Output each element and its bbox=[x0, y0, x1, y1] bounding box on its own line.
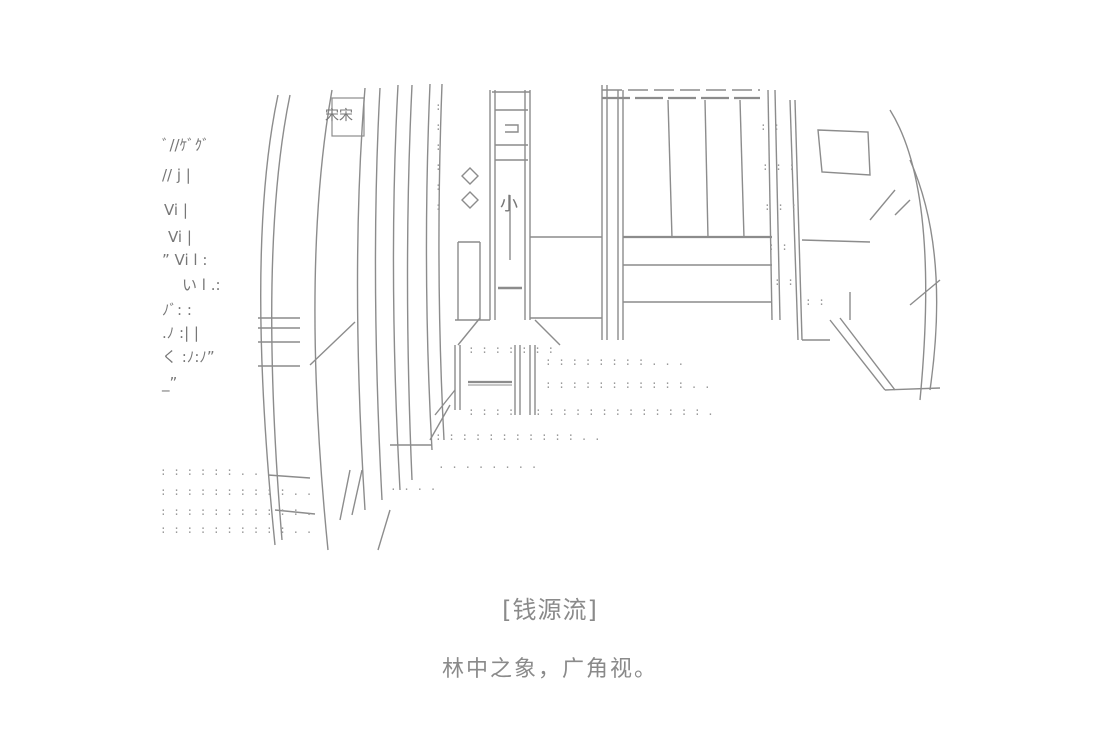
svg-text::: : bbox=[435, 200, 442, 213]
svg-text:. . . .: . . . . bbox=[390, 480, 436, 493]
svg-text:: :: : : bbox=[805, 295, 825, 308]
svg-text:: : : : : : :: : : : : : : : bbox=[468, 343, 554, 356]
svg-text:: : : : : : : : : : . .: : : : : : : : : : : . . bbox=[160, 485, 312, 498]
svg-text:// j |: // j | bbox=[162, 166, 191, 184]
svg-text:_”: _” bbox=[161, 374, 177, 393]
title: [钱源流] bbox=[502, 596, 598, 624]
art-lines bbox=[258, 83, 941, 551]
svg-text:: : : : : : . .: : : : : : : . . bbox=[160, 465, 259, 478]
shop-sign: 宋宋 bbox=[325, 97, 365, 137]
svg-text::: : bbox=[435, 180, 442, 193]
svg-text:: : :: : : : bbox=[764, 200, 797, 213]
svg-text:. . . . . . . .: . . . . . . . . bbox=[438, 458, 537, 471]
svg-text:く :ﾉ:ﾉ”: く :ﾉ:ﾉ” bbox=[162, 348, 215, 366]
svg-text:: : : : : : : : : : : . .: : : : : : : : : : : : . . bbox=[545, 378, 711, 391]
svg-text:ﾞ//ｹﾞｸﾞ: ﾞ//ｹﾞｸﾞ bbox=[162, 136, 210, 154]
svg-text::: : bbox=[435, 160, 442, 173]
svg-text:: : : : : : : : : : : . .: : : : : : : : : : : : . . bbox=[435, 430, 601, 443]
svg-text:: : :: : : : bbox=[762, 160, 795, 173]
svg-text:: : : : : : : : : : . .: : : : : : : : : : : . . bbox=[160, 523, 312, 536]
svg-text:: : : : : : : : : : : .: : : : : : : : : : : : . bbox=[160, 505, 312, 518]
svg-text:Vi |: Vi | bbox=[164, 201, 188, 219]
ascii-art-illustration: : : : : : : . . : : : : : : : : : : . . … bbox=[150, 70, 950, 560]
svg-text::: : bbox=[435, 120, 442, 133]
svg-text:.ﾉ :| |: .ﾉ :| | bbox=[162, 324, 199, 342]
svg-text:: :: : : bbox=[768, 240, 788, 253]
svg-text:: : : : : : : : : : : : : .: : : : : : : : : : : : : : . bbox=[535, 405, 714, 418]
tower-char: 小 bbox=[500, 194, 518, 215]
svg-text:: :: : : bbox=[774, 275, 794, 288]
svg-text:” Vi l :: ” Vi l : bbox=[162, 251, 207, 269]
dotted-ground: : : : : : : . . : : : : : : : : : : . . … bbox=[160, 100, 825, 536]
sign-text: 宋宋 bbox=[325, 108, 353, 124]
svg-text:Vi |: Vi | bbox=[168, 228, 192, 246]
svg-text:ﾉﾞ: :: ﾉﾞ: : bbox=[162, 301, 192, 319]
caption: 林中之象，广角视。 bbox=[441, 657, 658, 682]
ascii-art-svg: : : : : : : . . : : : : : : : : : : . . … bbox=[160, 83, 941, 551]
svg-text::: : bbox=[435, 140, 442, 153]
svg-text:い l .:: い l .: bbox=[182, 276, 221, 294]
svg-text::: : bbox=[435, 100, 442, 113]
ascii-glyphs-left: ﾞ//ｹﾞｸﾞ // j | Vi | Vi | ” Vi l : い l .:… bbox=[161, 136, 221, 393]
svg-text:: : : :: : : : : bbox=[468, 405, 514, 418]
svg-text:: : : : : : : : . . .: : : : : : : : : . . . bbox=[545, 355, 684, 368]
svg-text:: :: : : bbox=[760, 120, 780, 133]
